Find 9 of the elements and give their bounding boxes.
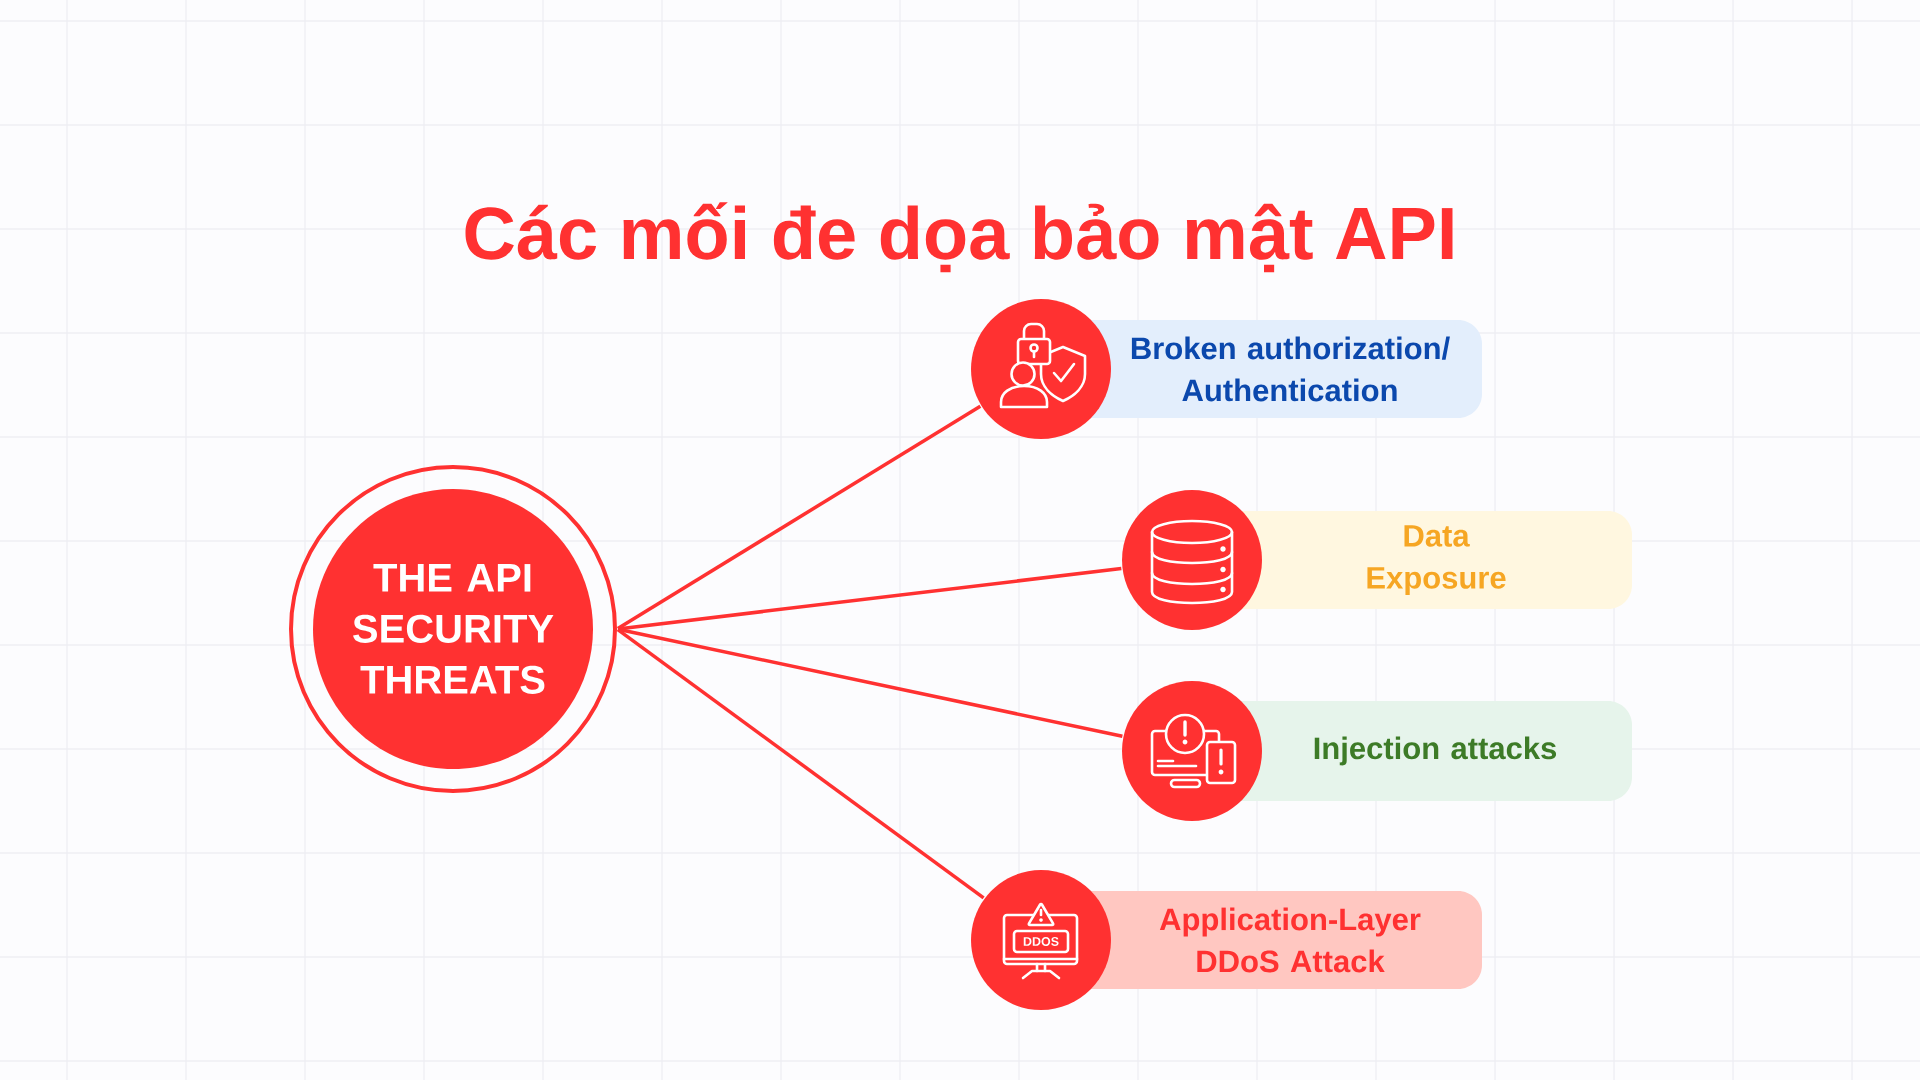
threat-card: Broken authorization/ Authentication <box>971 299 1482 439</box>
connector-line <box>616 404 982 630</box>
connector-line <box>617 566 1122 631</box>
threat-card: Injection attacks <box>1122 681 1632 821</box>
connector-line <box>616 628 985 900</box>
title: Các mối đe dọa bảo mật API <box>465 202 1453 273</box>
connector-line <box>617 627 1123 738</box>
threat-card: Data Exposure <box>1122 490 1632 630</box>
screen-label: DDOS <box>1023 937 1059 946</box>
